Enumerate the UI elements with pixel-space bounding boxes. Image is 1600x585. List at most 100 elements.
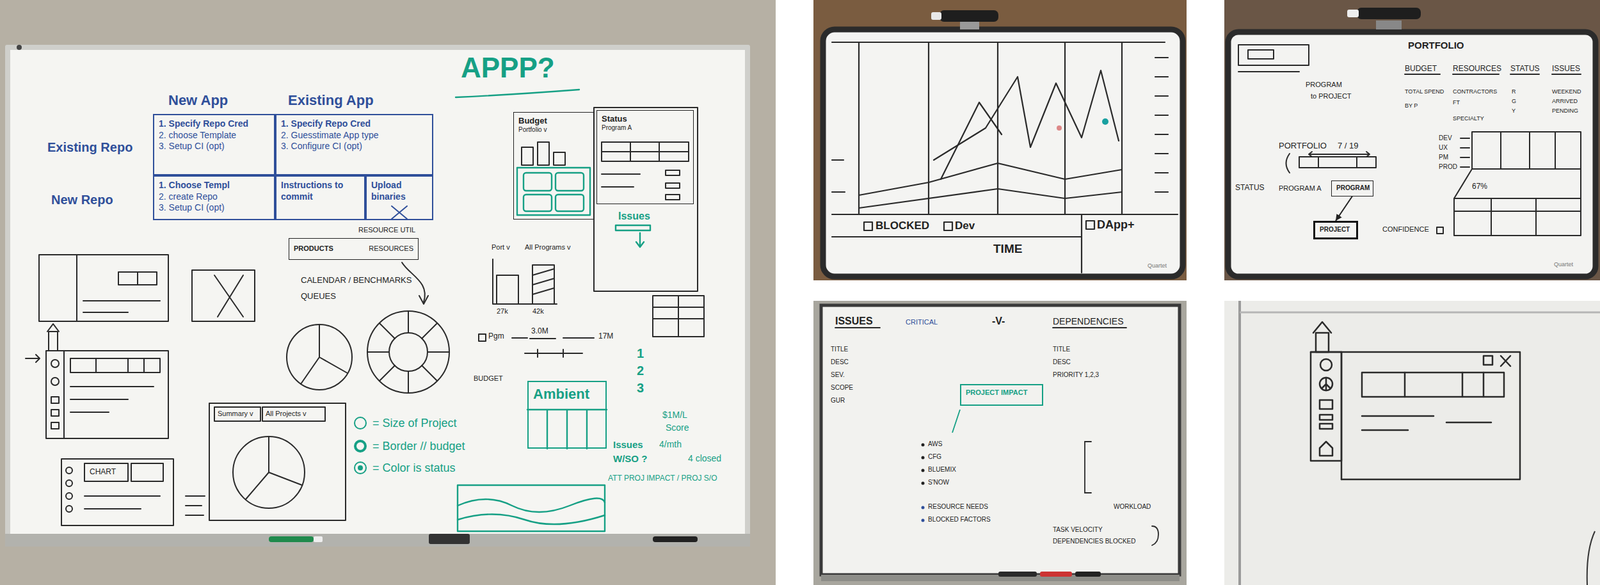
board-note: New App — [168, 92, 228, 109]
black-ink-sketch — [63, 350, 65, 439]
whiteboard-photo — [268, 536, 314, 543]
black-ink-sketch — [262, 407, 326, 422]
green-ink-box: PROJECT IMPACT — [960, 384, 1044, 406]
board-note: SPECIALTY — [1452, 115, 1485, 123]
app-window-sketch — [1310, 321, 1520, 480]
portfolio-sketch — [1318, 156, 1357, 168]
whiteboard-photo — [428, 533, 470, 544]
green-ink-sketch — [636, 232, 644, 248]
issues-sketch — [835, 327, 1159, 546]
board-note: Port v — [491, 243, 511, 252]
portfolio-sketch — [1238, 44, 1309, 66]
board-note: DEPENDENCIES BLOCKED — [1052, 537, 1136, 546]
green-ink-sketch — [457, 485, 605, 532]
board-note: CFG — [928, 453, 942, 461]
board-note: Score — [665, 422, 690, 434]
node-text: 3. Setup CI (opt) — [158, 202, 270, 214]
board-note: BLOCKED FACTORS — [928, 515, 991, 524]
black-ink-sketch — [601, 142, 689, 187]
board-note: 7 / 19 — [1337, 140, 1359, 152]
legend-item: = Border // budget — [352, 437, 466, 455]
sketch-panel: PRODUCTSRESOURCES — [288, 238, 419, 260]
app-window-sketch — [1310, 352, 1520, 480]
table-cell: Upload binaries — [365, 175, 434, 221]
black-ink-sketch — [65, 492, 73, 500]
board-note: UX — [1438, 144, 1448, 152]
black-ink-sketch — [300, 324, 348, 384]
node-text: 2. Guesstimate App type — [280, 129, 428, 142]
board-note: PROGRAM A — [1278, 184, 1322, 193]
board-note: DESC — [1052, 358, 1071, 367]
board-note: WORKLOAD — [1113, 503, 1151, 511]
app-window-sketch — [1310, 352, 1342, 461]
board-note: Summary v — [217, 409, 254, 418]
black-ink-sketch — [245, 436, 303, 500]
bullet-dot — [921, 506, 925, 510]
board-note: CONTRACTORS — [1452, 88, 1497, 96]
whiteboard-photo — [1224, 0, 1600, 281]
board-note: RESOURCES — [1452, 64, 1502, 73]
black-ink-sketch — [593, 107, 698, 292]
node-text: Portfolio v — [518, 126, 589, 135]
black-ink-sketch — [46, 350, 169, 439]
green-ink-sketch — [457, 498, 605, 512]
whiteboard-photo — [1040, 571, 1072, 577]
node-text: 1. Choose Templ — [158, 179, 270, 192]
sketch-panel: PROGRAM — [1331, 180, 1374, 197]
board-note: All Projects v — [265, 409, 307, 418]
board-note: Y — [1511, 107, 1516, 115]
board-note: All Programs v — [524, 243, 571, 252]
legend-circle — [355, 440, 366, 452]
black-ink-sketch — [286, 324, 352, 390]
board-note: DEV — [1438, 134, 1453, 143]
whiteboard-photo — [1224, 300, 1600, 585]
green-ink-sketch — [455, 89, 580, 98]
black-ink-sketch — [25, 354, 40, 363]
timeline-chart-sketch — [832, 214, 1178, 273]
green-ink-sketch — [615, 225, 651, 231]
timeline-chart-sketch — [858, 188, 1122, 208]
black-ink-sketch — [521, 147, 534, 166]
board-note: DApp+ — [1096, 218, 1135, 233]
bullet-dot — [921, 519, 925, 523]
table-cell: 1. Specify Repo Cred2. choose Template3.… — [152, 113, 276, 176]
board-note: PORTFOLIO — [1278, 140, 1327, 152]
black-ink-sketch — [65, 480, 73, 487]
green-ink-sketch — [455, 89, 651, 532]
app-window-sketch — [1321, 377, 1331, 391]
board-note: 17M — [598, 331, 614, 341]
whiteboard-photo — [652, 536, 698, 543]
marker-dot — [1102, 118, 1109, 125]
portfolio-sketch — [1472, 131, 1581, 169]
portfolio-sketch — [1248, 49, 1274, 59]
blue-ink-sketch — [391, 206, 408, 219]
leader-line — [952, 409, 960, 433]
whiteboard-photo — [1238, 300, 1241, 585]
legend-text: = Size of Project — [372, 416, 457, 431]
app-window-sketch — [1404, 372, 1484, 397]
board-note: 3 — [636, 380, 644, 396]
app-window-sketch — [1319, 400, 1333, 409]
board-note: GUR — [830, 396, 845, 405]
portfolio-sketch — [1286, 153, 1291, 173]
board-note: DESC — [830, 358, 849, 367]
green-ink-sketch — [555, 194, 584, 212]
portfolio-sketch — [1404, 73, 1581, 75]
whiteboard-photo — [813, 300, 1187, 585]
node-text: PROJECT IMPACT — [965, 388, 1038, 398]
whiteboard-photo — [821, 305, 1180, 575]
bullet-dot — [921, 456, 925, 460]
whiteboard-photo — [1075, 571, 1101, 577]
blue-ink-sketch — [391, 206, 408, 219]
timeline-chart-sketch — [1086, 220, 1095, 230]
black-ink-sketch — [367, 311, 450, 393]
marker-dot — [1056, 125, 1062, 131]
portfolio-sketch — [1238, 71, 1300, 73]
black-ink-sketch — [419, 295, 429, 304]
black-ink-sketch — [65, 505, 73, 512]
black-ink-sketch — [61, 458, 174, 526]
board-note: ISSUES — [1552, 64, 1581, 73]
legend-text: = Color is status — [372, 461, 456, 475]
legend-sample — [352, 459, 369, 477]
